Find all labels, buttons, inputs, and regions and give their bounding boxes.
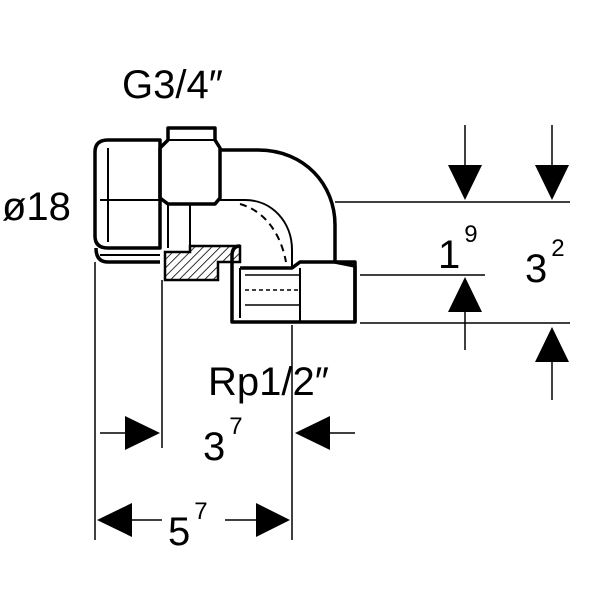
dim-19-arrow-up [448,277,482,312]
dim-32-arrow-down [535,165,569,200]
press-socket [93,138,162,250]
union-nut [158,126,222,206]
dim-37-base: 3 [203,425,225,469]
elbow-outer [220,148,357,324]
dim-57-sup: 7 [194,498,207,525]
dim-57-arrow-left [97,503,132,537]
dim-57-base: 5 [168,510,190,554]
union-hatch-section [163,244,242,282]
dim-32-sup: 2 [551,235,564,262]
elbow-inner [220,199,293,268]
dim-37-sup: 7 [229,413,242,440]
label-d18: ø18 [2,185,71,229]
dim-57-arrow-right [256,503,290,537]
fitting-body [93,126,357,324]
socket-bottom-edge [94,247,160,264]
dim-19-arrow-down [448,165,482,200]
dim-37-arrow-right [125,416,160,450]
label-g34: G3/4″ [122,63,223,107]
dim-32-arrow-up [535,327,569,362]
female-end [240,260,357,322]
dim-37-arrow-left [295,416,330,450]
dim-19-base: 1 [438,233,460,277]
dim-19-sup: 9 [464,221,477,248]
label-rp12: Rp1/2″ [208,360,329,404]
dimension-lines [94,125,570,540]
elbow-centerline [239,203,287,263]
dim-32-base: 3 [525,247,547,291]
